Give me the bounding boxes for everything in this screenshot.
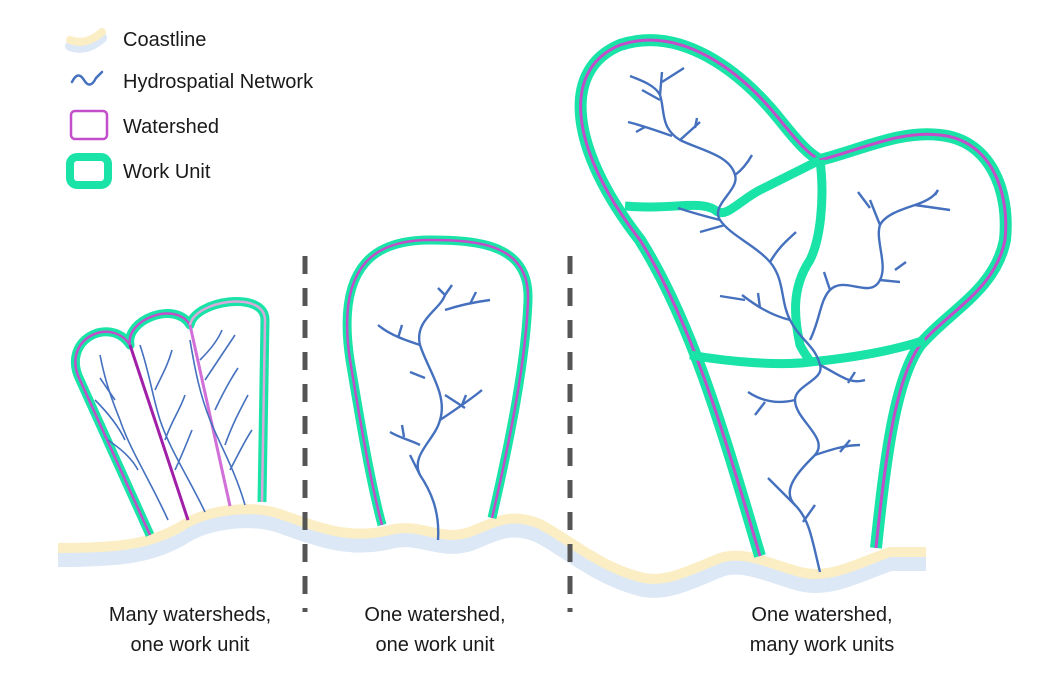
legend: Coastline Hydrospatial Network Watershed… [65, 28, 314, 189]
legend-watershed-icon [69, 109, 109, 141]
work-unit-boundary-upper [624, 155, 823, 217]
watershed-outline-middle [345, 238, 530, 526]
work-unit-boundary-lower [689, 335, 927, 369]
streams-middle [377, 284, 491, 541]
legend-work-unit-icon [66, 153, 112, 189]
panel-many-watersheds [70, 297, 270, 537]
legend-hydro-icon [70, 70, 104, 86]
caption-right-line2: many work units [750, 634, 895, 656]
legend-watershed-label: Watershed [123, 116, 219, 138]
streams-right [627, 66, 951, 573]
legend-hydro-label: Hydrospatial Network [123, 71, 314, 93]
work-unit-boundary-vertical [791, 159, 827, 364]
legend-coastline-label: Coastline [123, 29, 206, 51]
caption-left-line1: Many watersheds, [109, 604, 271, 626]
streams-left [94, 329, 253, 521]
captions: Many watersheds, one work unit One water… [109, 604, 894, 656]
caption-left-line2: one work unit [131, 634, 250, 656]
watershed-outline-right [579, 38, 1008, 557]
caption-middle-line2: one work unit [376, 634, 495, 656]
watershed-outline-left-2 [128, 312, 232, 507]
caption-right-line1: One watershed, [751, 604, 892, 626]
panel-one-watershed-many-units [574, 34, 1012, 573]
caption-middle-line1: One watershed, [364, 604, 505, 626]
legend-work-unit-label: Work Unit [123, 161, 211, 183]
watershed-divide-left-a [128, 344, 190, 521]
watershed-outline-left-1 [74, 330, 190, 536]
coastline [57, 504, 926, 598]
legend-coastline-icon [65, 28, 107, 53]
watershed-outline-left-3 [188, 300, 267, 503]
watershed-divide-left-b [188, 324, 232, 507]
panel-one-watershed-one-unit [342, 235, 533, 541]
